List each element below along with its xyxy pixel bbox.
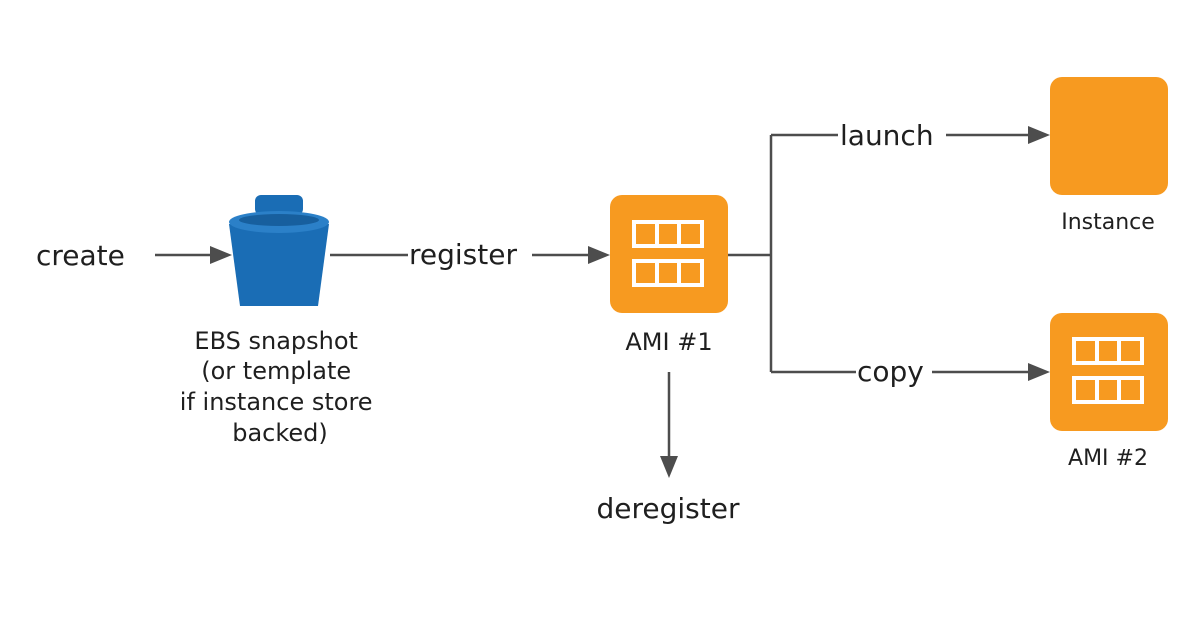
ami2-icon [1050, 313, 1168, 431]
ami2-label: AMI #2 [1068, 446, 1148, 471]
register-arrow [330, 246, 610, 264]
deregister-arrow [660, 372, 678, 478]
ami1-icon [610, 195, 728, 313]
bucket-icon [229, 195, 329, 306]
branch-connector [728, 135, 773, 372]
register-label: register [409, 238, 517, 271]
instance-label: Instance [1061, 210, 1155, 235]
deregister-label: deregister [597, 492, 740, 525]
ami1-label: AMI #1 [625, 328, 712, 356]
create-label: create [36, 239, 125, 272]
launch-label: launch [840, 119, 934, 152]
launch-arrow [771, 126, 1050, 144]
ebs-snapshot-label: EBS snapshot (or template if instance st… [180, 327, 380, 447]
create-arrow [155, 246, 232, 264]
copy-label: copy [857, 355, 924, 388]
instance-square-icon [1050, 77, 1168, 195]
copy-arrow [771, 363, 1050, 381]
